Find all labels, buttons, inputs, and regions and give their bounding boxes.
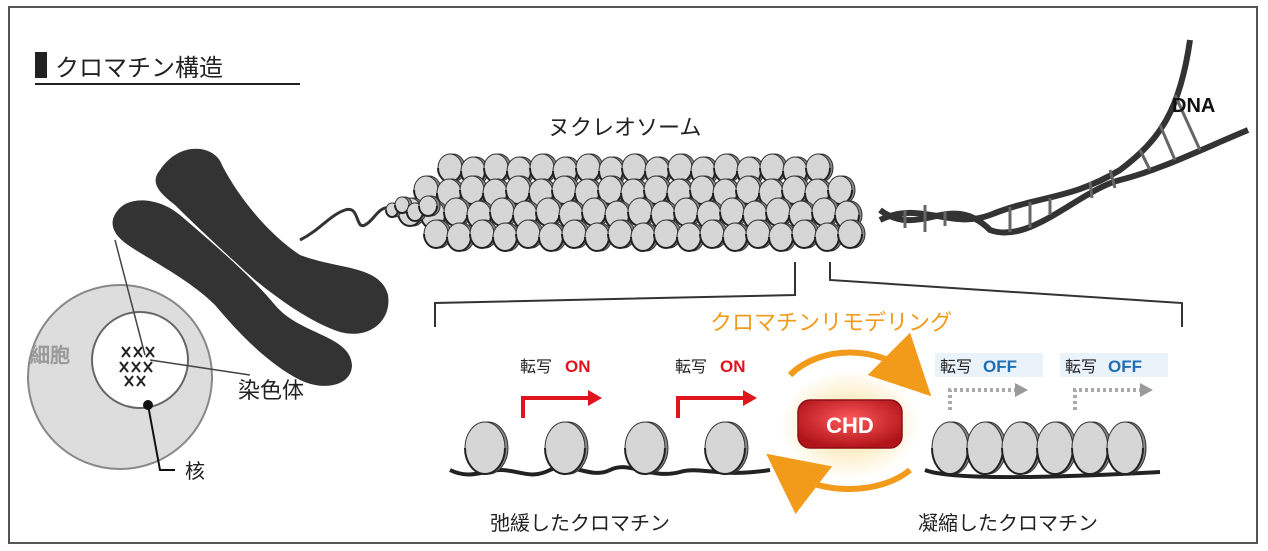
zoom-line-1 — [114, 239, 146, 356]
nucleosome-disc — [1071, 421, 1112, 475]
chromosome-illustration: 染色体 — [112, 148, 389, 404]
relaxed-label: 弛緩したクロマチン — [490, 511, 670, 535]
condensed-dna — [924, 468, 1161, 479]
nucleosome-disc — [768, 222, 797, 252]
dna-strand-1 — [878, 39, 1193, 223]
transcription-arrowhead — [1140, 383, 1153, 397]
chd-label: CHD — [826, 413, 874, 438]
chromatin-fiber — [299, 206, 393, 242]
nucleosome-disc — [423, 219, 452, 249]
nucleosome-disc — [418, 195, 441, 217]
transcription-arrowhead — [743, 390, 757, 406]
nucleosome-disc — [931, 421, 972, 475]
nucleosome-disc — [735, 175, 764, 205]
nucleosome-disc — [446, 222, 475, 252]
relaxed-nucleosomes — [464, 421, 749, 475]
transcription-state: OFF — [1108, 357, 1142, 376]
nucleosome-disc — [551, 175, 580, 205]
dna-label: DNA — [1172, 95, 1215, 117]
zoom-line-2 — [149, 359, 251, 376]
nucleus-label: 核 — [185, 459, 205, 483]
chromosome-label: 染色体 — [238, 379, 304, 404]
nucleus-circle — [91, 311, 189, 409]
transcription-state: ON — [720, 357, 746, 376]
nucleosome-fiber: ヌクレオソーム — [385, 116, 866, 252]
nucleosome-disc — [1001, 421, 1042, 475]
dna-base-pairs — [903, 94, 1202, 232]
transcription-arrow — [1073, 388, 1140, 410]
nucleosome-disc — [620, 178, 649, 208]
nucleus-pointer-line — [147, 404, 175, 471]
nucleosome-disc — [689, 175, 718, 205]
transcription-3: 転写 OFF — [935, 353, 1043, 410]
nucleosome-label: ヌクレオソーム — [548, 116, 701, 141]
zoom-bracket — [434, 262, 1183, 327]
title-marker — [35, 52, 47, 78]
nucleosome-disc — [621, 153, 650, 183]
title-group: クロマチン構造 — [35, 52, 300, 85]
nucleosome-disc — [459, 175, 488, 205]
cell-illustration: 細胞 核 — [27, 284, 213, 483]
nucleosome-disc — [704, 421, 749, 475]
transcription-1: 転写 ON — [520, 357, 602, 418]
remodeling-label: クロマチンリモデリング — [710, 311, 952, 336]
chromosome-arm-2 — [112, 200, 353, 386]
nucleosome-disc — [1036, 421, 1077, 475]
nucleosome-cluster — [385, 153, 866, 252]
dna-helix: DNA — [878, 39, 1250, 236]
chd-badge — [797, 399, 903, 449]
cell-label: 細胞 — [30, 343, 70, 367]
transcription-4: 転写 OFF — [1060, 353, 1168, 410]
nucleosome-disc — [676, 222, 705, 252]
nucleosome-disc — [745, 219, 774, 249]
transcription-label: 転写 — [520, 357, 552, 376]
relaxed-dna — [449, 465, 771, 477]
relaxed-chromatin: 弛緩したクロマチン — [449, 421, 771, 535]
chromosome-arm-1 — [155, 148, 389, 334]
dna-strand-2 — [878, 127, 1250, 236]
transcription-state: ON — [565, 357, 591, 376]
nucleosome-disc — [722, 222, 751, 252]
nucleosome-disc — [607, 219, 636, 249]
nucleosome-disc — [1106, 421, 1147, 475]
nucleosome-disc — [483, 153, 512, 183]
nucleosome-disc — [966, 421, 1007, 475]
nucleosome-disc — [492, 222, 521, 252]
transcription-label: 転写 — [940, 357, 972, 376]
nucleosome-disc — [837, 219, 866, 249]
nucleosome-disc — [624, 421, 669, 475]
transcription-label: 転写 — [675, 357, 707, 376]
nucleosome-disc — [699, 219, 728, 249]
transcription-arrowhead — [588, 390, 602, 406]
transcription-arrow — [676, 396, 745, 418]
mini-chromosomes — [119, 346, 155, 387]
chd-complex: CHD — [780, 370, 920, 480]
transcription-2: 転写 ON — [675, 357, 757, 418]
nucleosome-disc — [544, 421, 589, 475]
transcription-arrow — [521, 396, 590, 418]
remodeling-arrow-bottom — [766, 453, 912, 515]
condensed-nucleosomes — [931, 421, 1147, 475]
nucleosome-disc — [805, 153, 834, 183]
transcription-label: 転写 — [1065, 357, 1097, 376]
nucleosome-disc — [464, 421, 509, 475]
transcription-state: OFF — [983, 357, 1017, 376]
transcription-bg — [935, 353, 1043, 377]
transcription-bg — [1060, 353, 1168, 377]
transcription-arrow — [948, 388, 1015, 410]
condensed-label: 凝縮したクロマチン — [918, 511, 1098, 535]
title: クロマチン構造 — [55, 54, 223, 82]
nucleosome-disc — [538, 222, 567, 252]
condensed-chromatin: 凝縮したクロマチン — [918, 421, 1161, 535]
transcription-arrowhead — [1015, 383, 1028, 397]
nucleosome-disc — [627, 197, 656, 227]
remodeling-arrow-top — [787, 332, 932, 397]
